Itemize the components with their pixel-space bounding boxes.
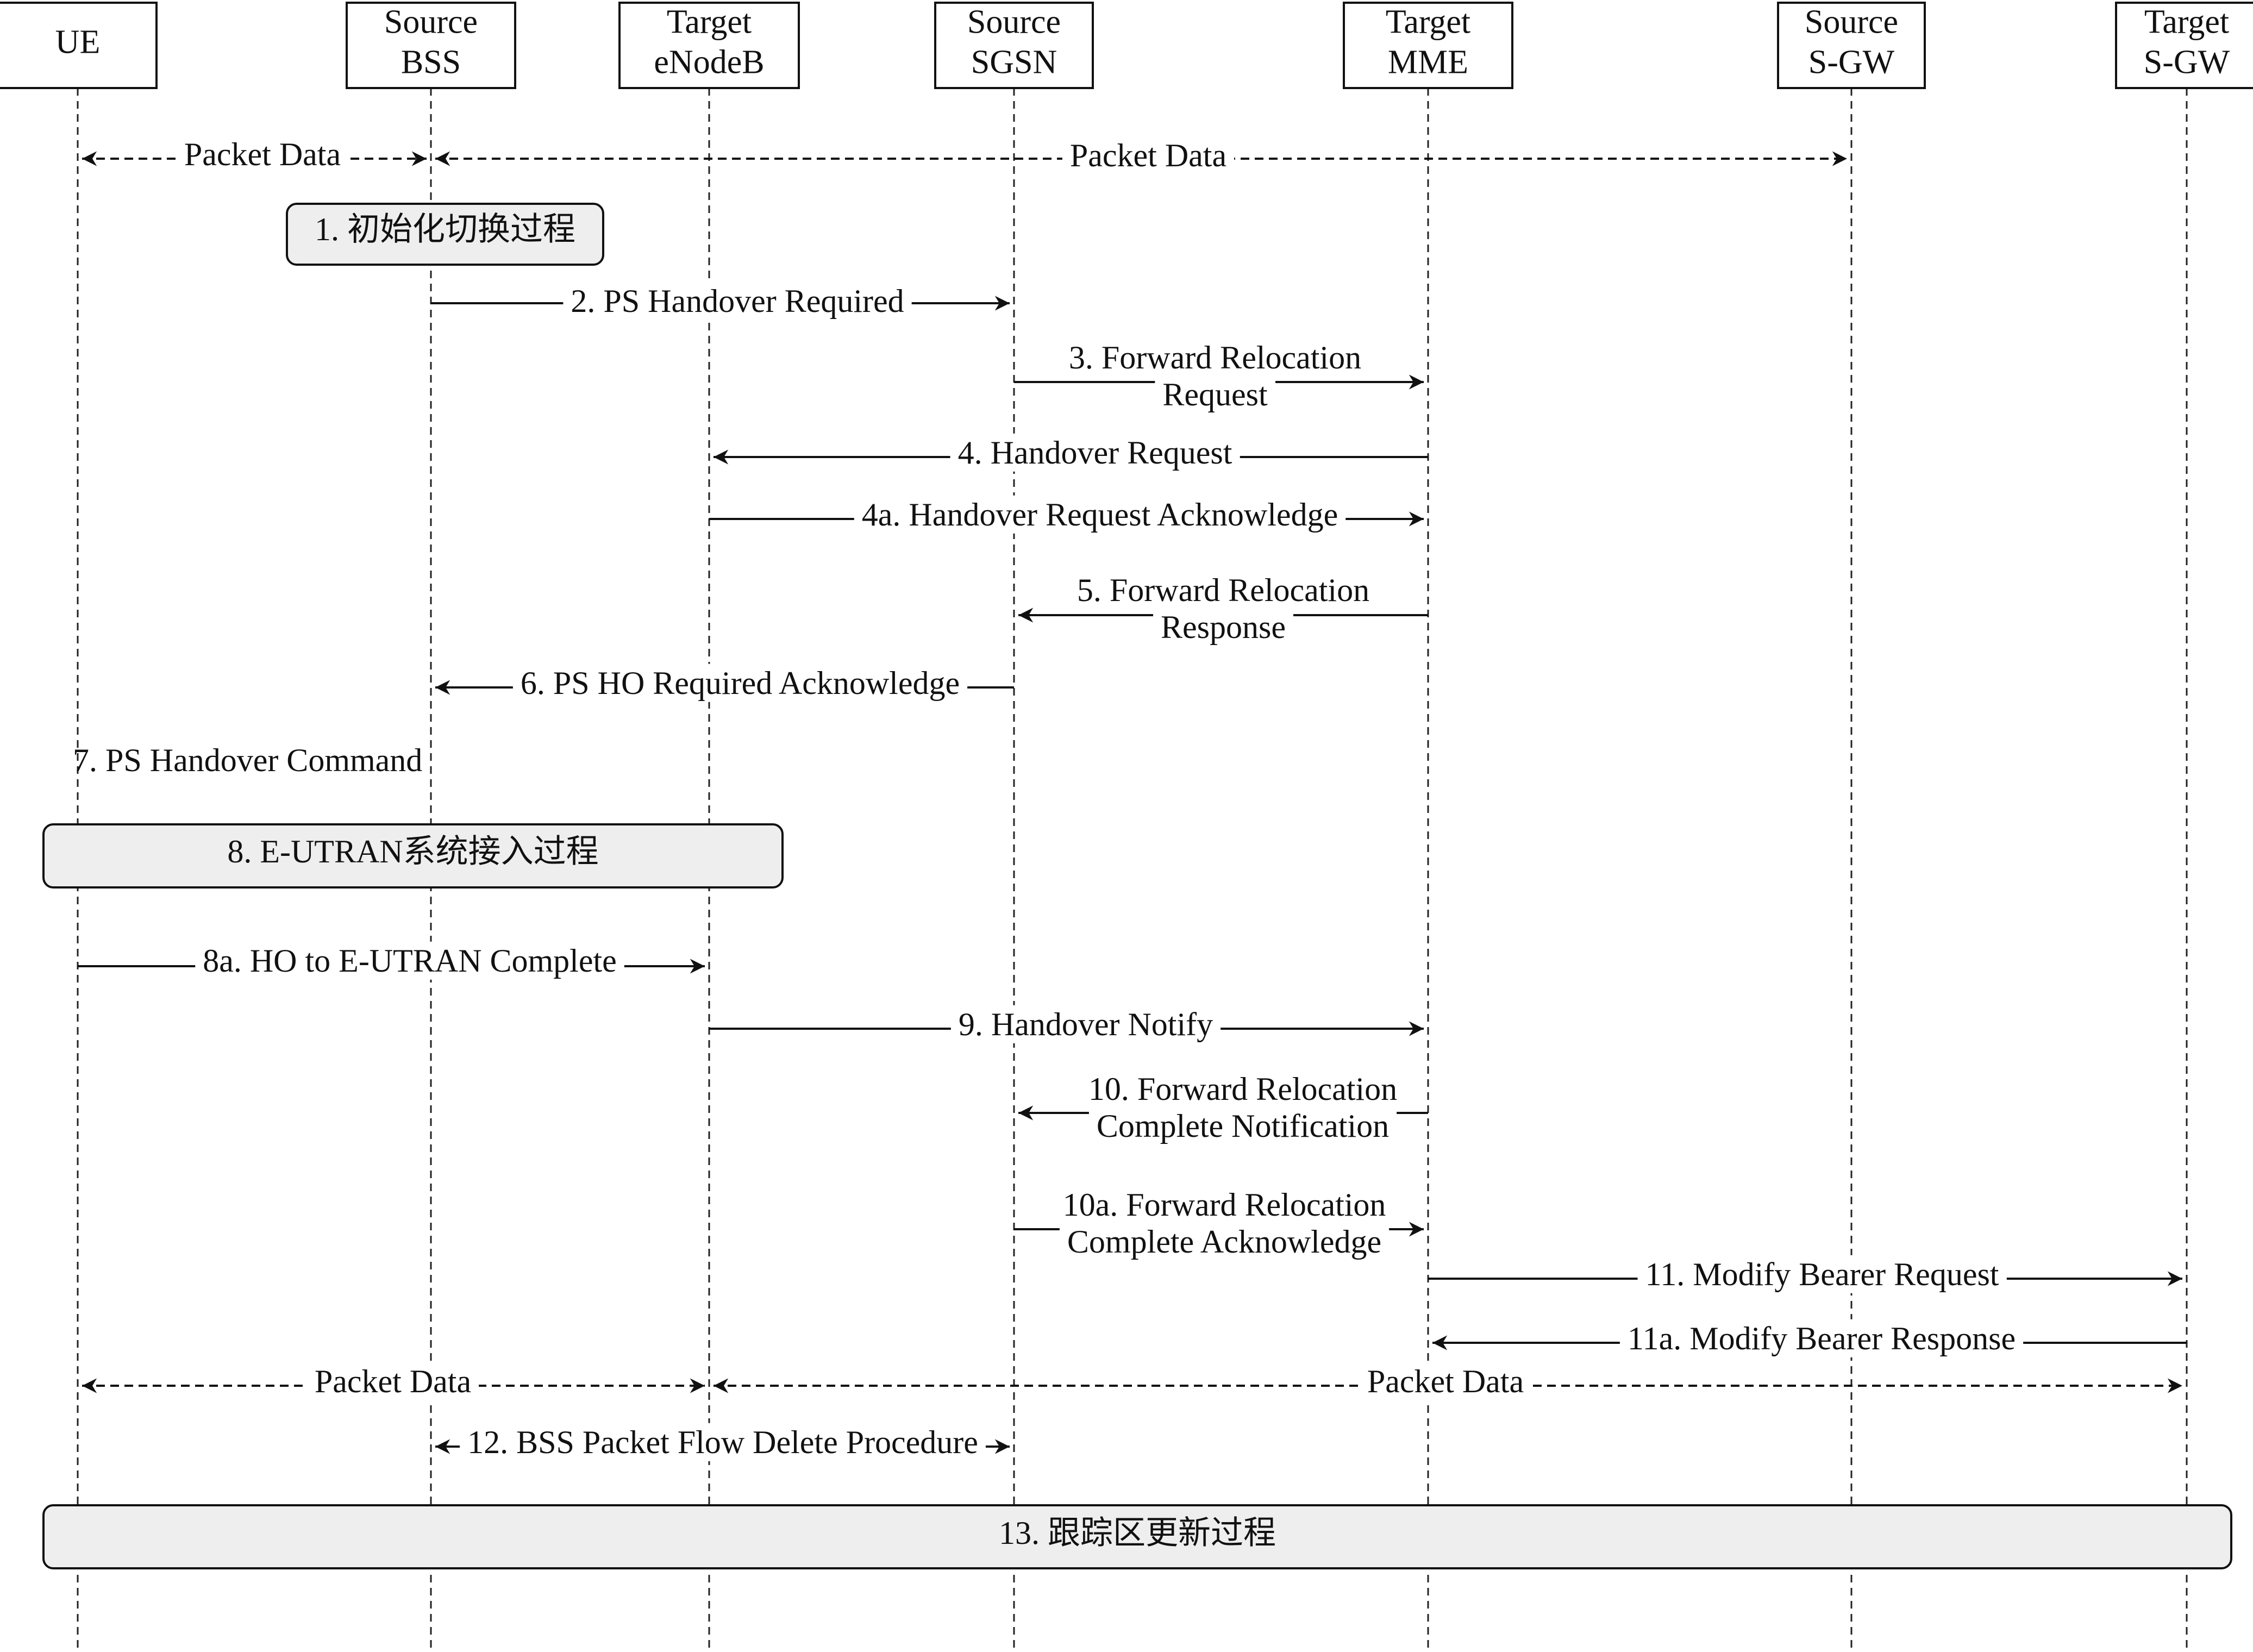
message-packet-data: Packet Data bbox=[435, 136, 1848, 174]
process-label: 1. 初始化切换过程 bbox=[315, 211, 575, 247]
message-9-handover-notify: 9. Handover Notify bbox=[709, 1005, 1424, 1043]
label-backing bbox=[1155, 375, 1275, 414]
label-backing bbox=[1059, 1222, 1390, 1261]
label-backing bbox=[306, 1362, 479, 1400]
message-12-bss-packet-flow-delete-procedure: 12. BSS Packet Flow Delete Procedure bbox=[435, 1423, 1010, 1461]
message-label-line1: 3. Forward Relocation bbox=[1069, 340, 1361, 376]
note-7-ps-handover-command: 7. PS Handover Command bbox=[73, 742, 422, 778]
process-box-frame bbox=[42, 1504, 2232, 1569]
message-label: Packet Data bbox=[315, 1363, 471, 1399]
message-label: 9. Handover Notify bbox=[959, 1006, 1213, 1042]
process-box-8-e-utran: 8. E-UTRAN系统接入过程 bbox=[42, 823, 784, 888]
label-backing bbox=[1619, 1319, 2024, 1357]
message-label: 4a. Handover Request Acknowledge bbox=[862, 497, 1338, 533]
message-packet-data: Packet Data bbox=[82, 1362, 705, 1400]
process-box-frame bbox=[42, 823, 784, 888]
message-label-line2: Response bbox=[1161, 609, 1286, 645]
participant-label: Source bbox=[384, 4, 478, 41]
label-backing bbox=[854, 495, 1346, 534]
participant-label: SGSN bbox=[971, 44, 1057, 81]
message-packet-data: Packet Data bbox=[82, 135, 427, 173]
label-backing bbox=[950, 433, 1240, 472]
message-label: Packet Data bbox=[1367, 1363, 1524, 1399]
process-box-1: 1. 初始化切换过程 bbox=[286, 203, 604, 266]
message-label: 12. BSS Packet Flow Delete Procedure bbox=[467, 1424, 978, 1460]
label-backing bbox=[1061, 338, 1369, 377]
label-backing bbox=[1062, 136, 1235, 174]
message-label: 6. PS HO Required Acknowledge bbox=[521, 665, 960, 701]
label-backing bbox=[1088, 1106, 1397, 1145]
message-label-line1: 5. Forward Relocation bbox=[1077, 572, 1369, 608]
label-backing bbox=[195, 941, 624, 980]
participant-label: UE bbox=[55, 24, 101, 61]
label-backing bbox=[950, 1005, 1221, 1043]
participant-label: Source bbox=[967, 4, 1061, 41]
message-8a-ho-to-e-utran-complete: 8a. HO to E-UTRAN Complete bbox=[78, 941, 705, 980]
participant-label: BSS bbox=[401, 44, 461, 81]
label-backing bbox=[1153, 608, 1293, 646]
message-label: 8a. HO to E-UTRAN Complete bbox=[203, 943, 617, 979]
message-4a-handover-request-acknowledge: 4a. Handover Request Acknowledge bbox=[709, 495, 1424, 534]
message-label: 4. Handover Request bbox=[958, 435, 1232, 471]
process-label: 13. 跟踪区更新过程 bbox=[999, 1515, 1276, 1551]
participant-label: eNodeB bbox=[654, 44, 764, 81]
label-backing bbox=[176, 135, 349, 173]
message-2-ps-handover-required: 2. PS Handover Required bbox=[431, 281, 1010, 320]
participant-box bbox=[1777, 2, 1926, 89]
label-backing bbox=[1359, 1362, 1532, 1400]
message-11-modify-bearer-request: 11. Modify Bearer Request bbox=[1428, 1255, 2183, 1293]
message-packet-data: Packet Data bbox=[713, 1362, 2183, 1400]
label-backing bbox=[1637, 1255, 2007, 1293]
message-4-handover-request: 4. Handover Request bbox=[713, 433, 1428, 472]
message-label: Packet Data bbox=[1070, 137, 1226, 173]
message-label-line2: Complete Notification bbox=[1097, 1108, 1389, 1144]
process-box-13: 13. 跟踪区更新过程 bbox=[42, 1504, 2232, 1569]
message-label-line1: 10. Forward Relocation bbox=[1088, 1071, 1397, 1107]
participant-label: S-GW bbox=[2144, 44, 2230, 81]
message-label-line2: Request bbox=[1162, 377, 1268, 412]
participant-box bbox=[0, 2, 158, 89]
label-backing bbox=[1080, 1069, 1405, 1108]
message-label: 11a. Modify Bearer Response bbox=[1628, 1321, 2016, 1356]
process-box-frame bbox=[286, 203, 604, 266]
participant-label: Source bbox=[1805, 4, 1898, 41]
participant-box bbox=[2115, 2, 2253, 89]
message-label-line2: Complete Acknowledge bbox=[1067, 1224, 1381, 1260]
participant-box bbox=[346, 2, 516, 89]
label-backing bbox=[1055, 1185, 1394, 1224]
message-label: 11. Modify Bearer Request bbox=[1645, 1256, 1999, 1292]
participant-label: S-GW bbox=[1808, 44, 1895, 81]
participant-label: Target bbox=[667, 4, 752, 41]
participant-box bbox=[934, 2, 1094, 89]
participant-label: MME bbox=[1388, 44, 1468, 81]
label-backing bbox=[512, 664, 968, 702]
participant-ue: UE bbox=[0, 2, 158, 89]
participant-box bbox=[1343, 2, 1513, 89]
label-backing bbox=[563, 281, 912, 320]
process-label: 8. E-UTRAN系统接入过程 bbox=[227, 834, 598, 869]
message-label-line1: 10a. Forward Relocation bbox=[1063, 1187, 1386, 1223]
note-label: 7. PS Handover Command bbox=[73, 742, 422, 778]
message-6-ps-ho-required-acknowledge: 6. PS HO Required Acknowledge bbox=[435, 664, 1014, 702]
participant-box bbox=[618, 2, 800, 89]
label-backing bbox=[1069, 571, 1378, 609]
participant-label: Target bbox=[1386, 4, 1470, 41]
message-label: 2. PS Handover Required bbox=[571, 283, 904, 319]
message-label: Packet Data bbox=[184, 136, 341, 172]
participant-label: Target bbox=[2144, 4, 2229, 41]
label-backing bbox=[460, 1423, 986, 1461]
message-11a-modify-bearer-response: 11a. Modify Bearer Response bbox=[1432, 1319, 2187, 1357]
